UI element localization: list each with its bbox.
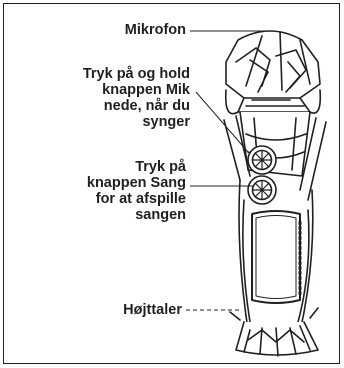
label-microphone: Mikrofon [125,22,186,38]
speaker-panel [252,211,300,303]
microphone-head [226,31,321,114]
microphone-base [230,308,318,356]
song-button [248,176,276,204]
label-hold-mic-button: Tryk på og hold knappen Mik nede, når du… [83,66,190,130]
leader-line-mic-button [196,92,248,152]
mic-button [248,146,276,174]
label-song-button: Tryk på knappen Sang for at afspille san… [87,159,186,223]
label-speaker: Højttaler [123,302,182,318]
